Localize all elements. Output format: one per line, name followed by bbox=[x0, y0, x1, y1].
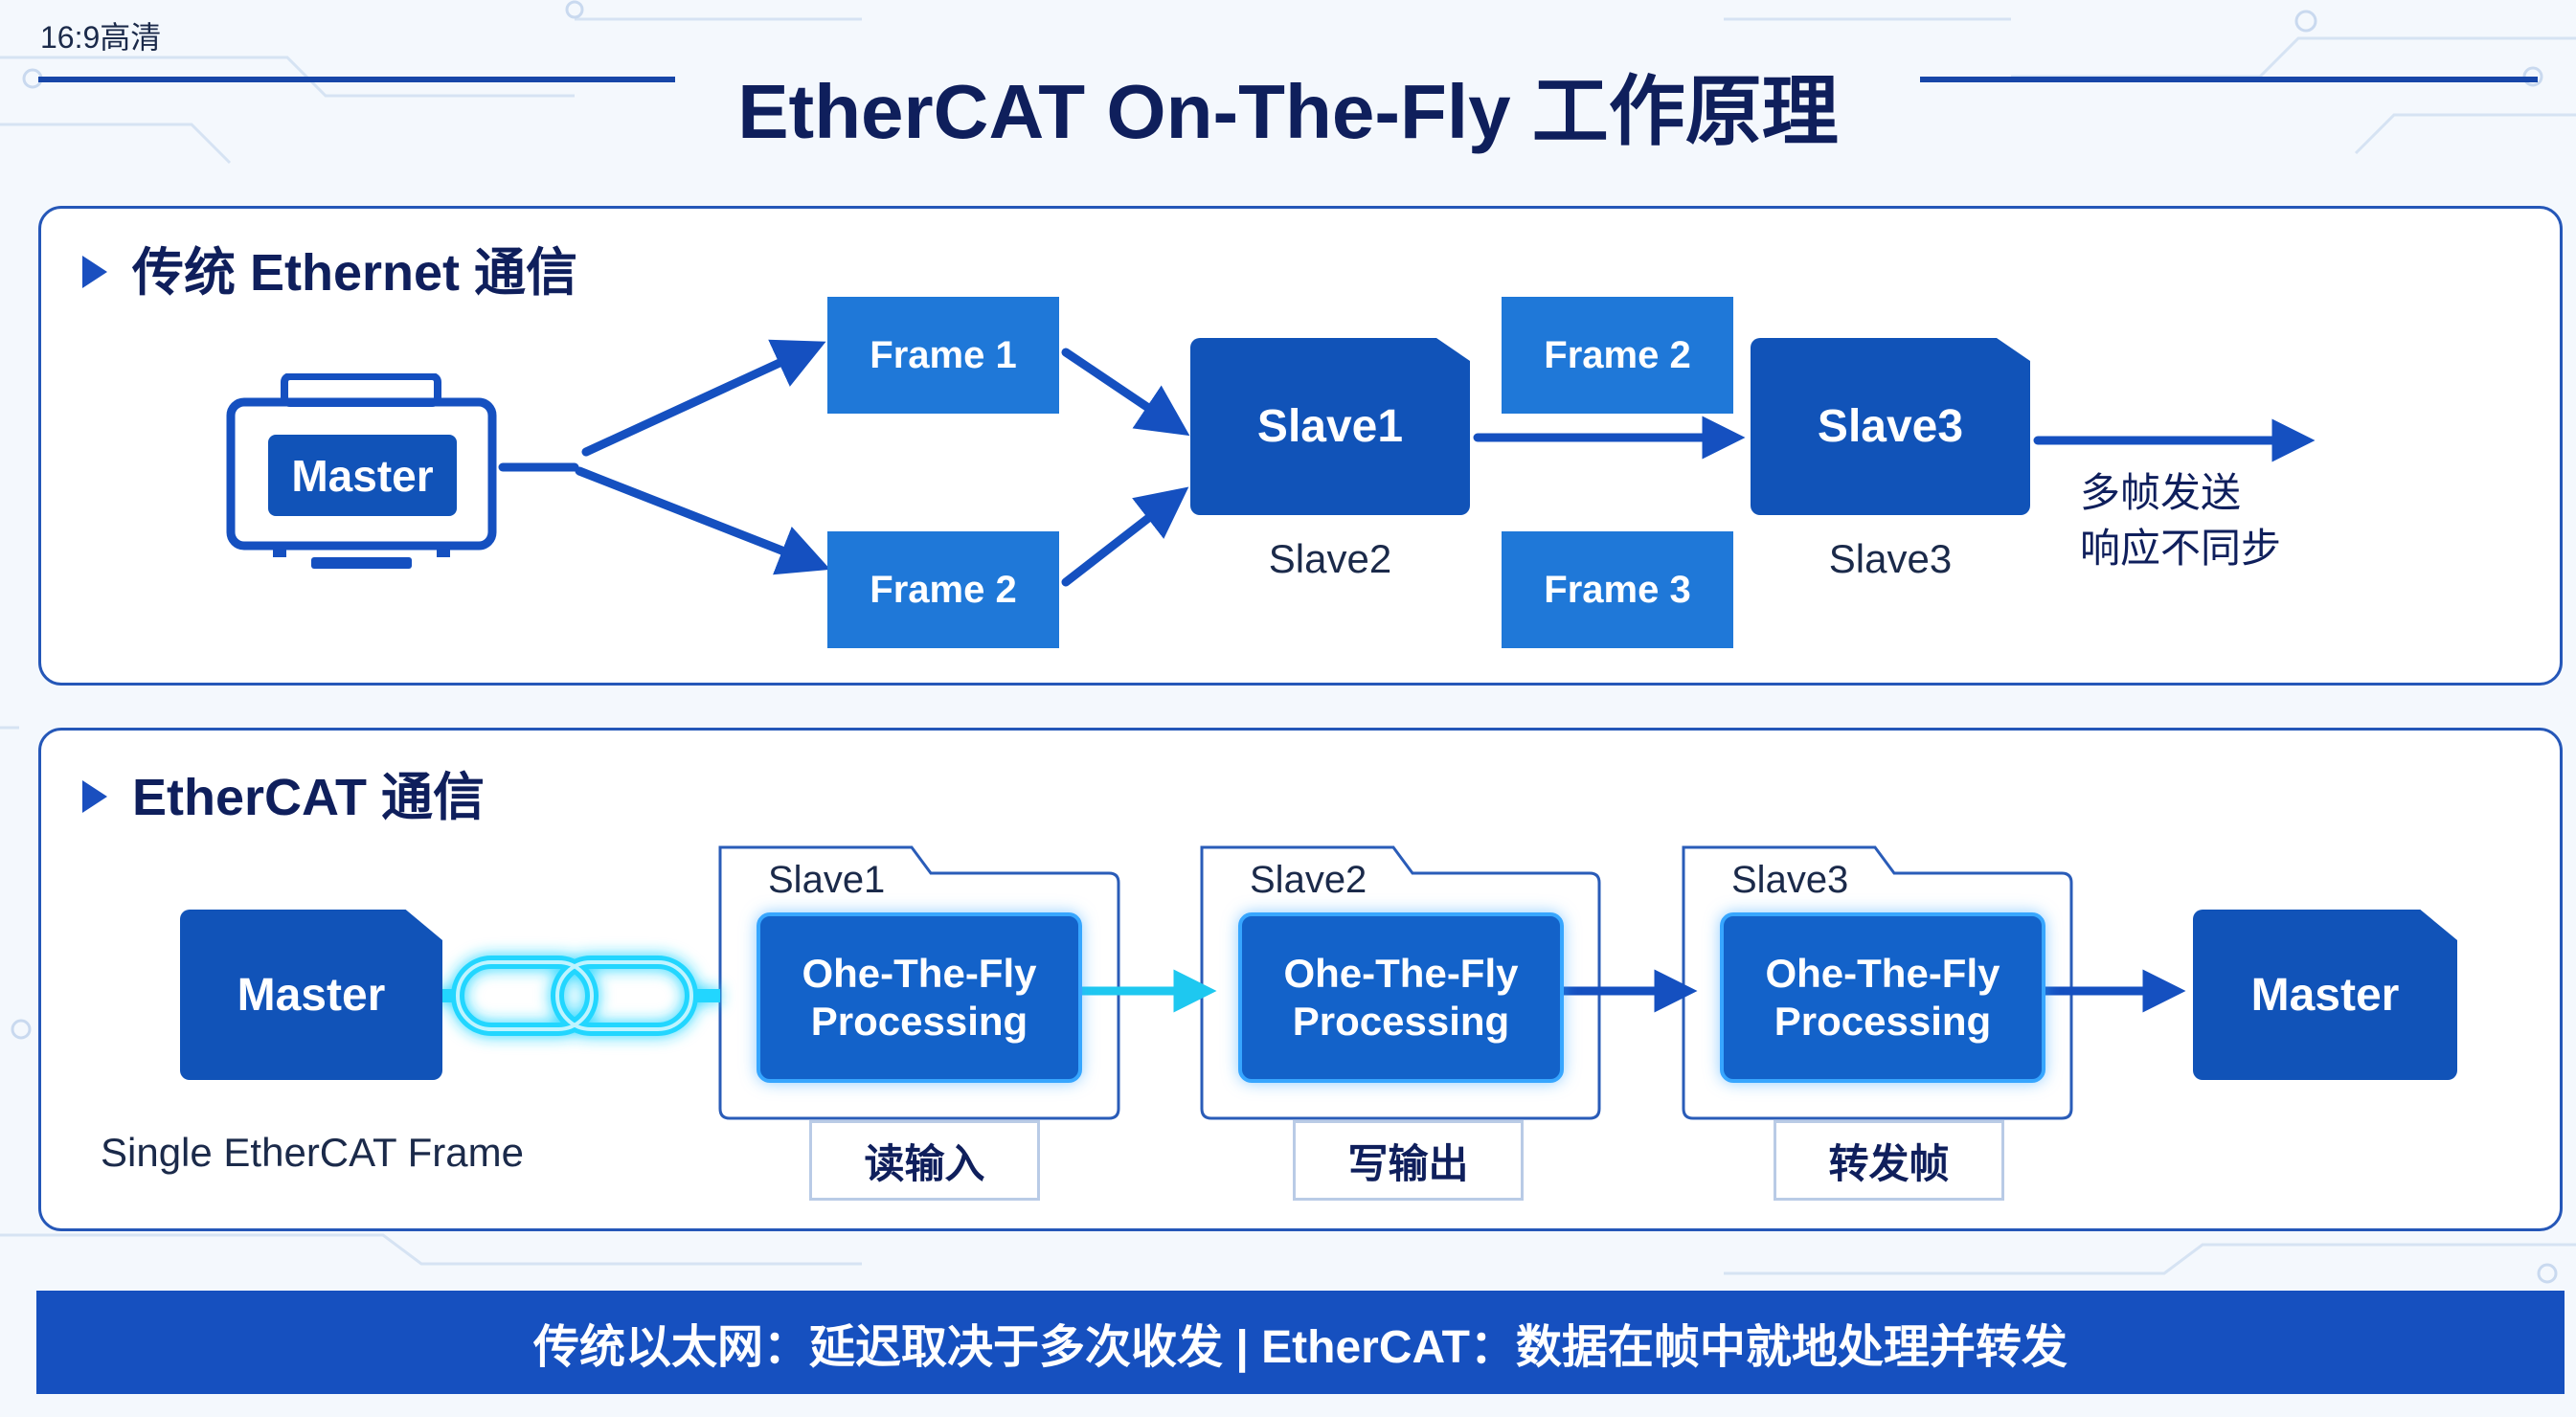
note-async-response: 响应不同步 bbox=[2080, 526, 2282, 571]
frame-2-right-box: Frame 2 bbox=[1502, 297, 1733, 414]
title-left-rule bbox=[38, 77, 675, 82]
slave1-proc-line2: Processing bbox=[810, 999, 1028, 1044]
arrow-frame2-to-slave bbox=[1061, 486, 1189, 587]
arrow-to-frame1 bbox=[581, 339, 826, 457]
frame-2-box: Frame 2 bbox=[827, 531, 1059, 648]
slave1-operation: 读输入 bbox=[809, 1120, 1040, 1201]
slave1-box: Slave1 bbox=[1190, 338, 1470, 515]
slave3-operation: 转发帧 bbox=[1774, 1120, 2004, 1201]
single-frame-caption: Single EtherCAT Frame bbox=[101, 1130, 524, 1175]
slave2-proc-line1: Ohe-The-Fly bbox=[1283, 951, 1519, 996]
slave3-proc-line1: Ohe-The-Fly bbox=[1765, 951, 2000, 996]
slave2-operation: 写输出 bbox=[1293, 1120, 1524, 1201]
slave3-box: Slave3 bbox=[1751, 338, 2030, 515]
page-title: EtherCAT On-The-Fly 工作原理 bbox=[737, 69, 1839, 154]
triangle-bullet-icon bbox=[82, 779, 107, 813]
traditional-heading-text: 传统 Ethernet 通信 bbox=[132, 244, 578, 302]
traditional-note: 多帧发送 响应不同步 bbox=[2080, 465, 2281, 576]
title-right-rule bbox=[1920, 77, 2538, 82]
slave2-caption: Slave2 bbox=[1268, 536, 1392, 581]
slave3-tab: Slave3 bbox=[1731, 859, 1849, 901]
ethercat-master-right: Master bbox=[2193, 910, 2457, 1080]
ethercat-heading: EtherCAT 通信 bbox=[82, 754, 485, 830]
traditional-master-label: Master bbox=[268, 435, 457, 516]
traditional-heading: 传统 Ethernet 通信 bbox=[82, 230, 577, 305]
ethercat-heading-text: EtherCAT 通信 bbox=[132, 769, 486, 826]
note-multi-frame: 多帧发送 bbox=[2080, 470, 2242, 515]
frame-1-box: Frame 1 bbox=[827, 297, 1059, 414]
ethercat-master-left: Master bbox=[180, 910, 442, 1080]
arrow-frame1-to-slave bbox=[1061, 348, 1190, 437]
footer-summary-banner: 传统以太网：延迟取决于多次收发 | EtherCAT：数据在帧中就地处理并转发 bbox=[36, 1291, 2565, 1394]
computer-monitor-icon bbox=[226, 373, 497, 569]
slave2-proc-line2: Processing bbox=[1292, 999, 1510, 1044]
slave1-proc-line1: Ohe-The-Fly bbox=[802, 951, 1037, 996]
resolution-label: 16:9高清 bbox=[40, 20, 162, 55]
arrow-to-frame2 bbox=[575, 466, 831, 575]
slave1-tab: Slave1 bbox=[768, 859, 886, 901]
slave3-caption: Slave3 bbox=[1828, 536, 1953, 581]
triangle-bullet-icon bbox=[82, 255, 107, 288]
slave3-proc-line2: Processing bbox=[1774, 999, 1992, 1044]
frame-3-box: Frame 3 bbox=[1502, 531, 1733, 648]
slave2-tab: Slave2 bbox=[1250, 859, 1367, 901]
chain-link-icon bbox=[436, 956, 720, 1036]
